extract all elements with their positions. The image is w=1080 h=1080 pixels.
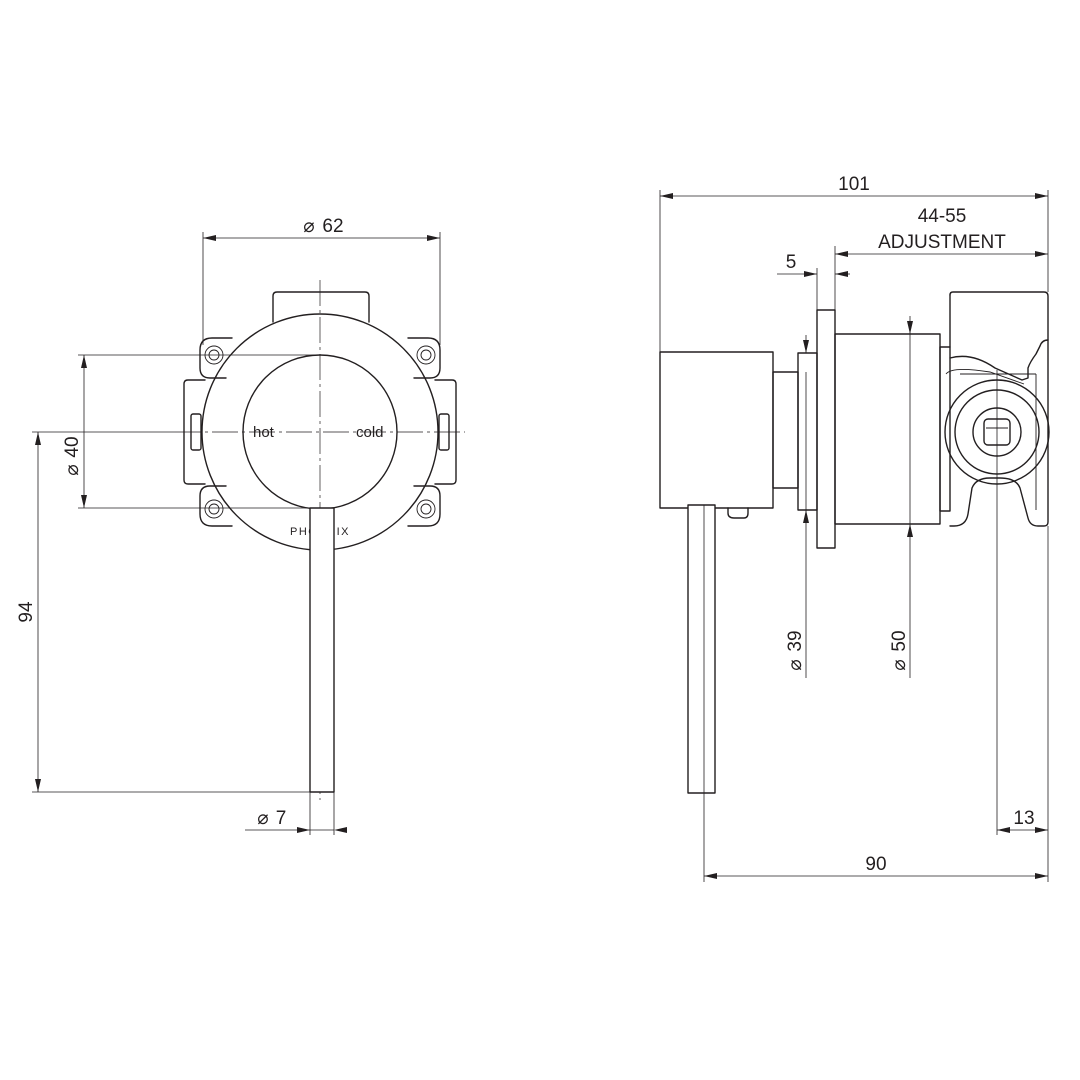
dim-lever-depth: 90: [703, 505, 1049, 882]
dim-adjustment-label: ADJUSTMENT: [878, 232, 1006, 253]
dim-plate-diameter: ⌀ 62: [202, 216, 441, 345]
side-cover-plate: [816, 309, 836, 549]
dim-plate-thickness-value: 5: [786, 252, 797, 273]
dim-handle-diameter: ⌀ 40: [62, 354, 318, 509]
side-lever: [687, 504, 716, 794]
dim-lever-length-value: 94: [16, 601, 37, 623]
dim-adjustment: 44-55 ADJUSTMENT: [834, 206, 1048, 310]
dim-sleeve-diameter: ⌀ 50: [889, 316, 913, 678]
dim-sleeve-diameter-symbol: ⌀: [889, 659, 910, 670]
dim-body-diameter: ⌀ 39: [785, 335, 809, 678]
side-sleeve-step: [939, 346, 951, 512]
side-grub-screw: [727, 507, 749, 519]
dim-lever-depth-value: 90: [865, 854, 886, 875]
dim-lever-length: 94: [16, 431, 310, 793]
side-collar-inner: [797, 352, 818, 511]
dim-lever-diameter-symbol: ⌀: [257, 808, 268, 829]
dim-overall-depth-value: 101: [838, 174, 870, 195]
dim-plate-thickness: 5: [777, 252, 850, 310]
dim-sleeve-diameter-value: 50: [889, 630, 910, 651]
dim-adjustment-range: 44-55: [918, 206, 967, 227]
dim-handle-diameter-value: 40: [62, 436, 83, 457]
dim-plate-diameter-symbol: ⌀: [303, 216, 314, 237]
front-view: hot cold PHOENIX ⌀ 62 ⌀ 40: [16, 216, 465, 835]
side-valve-body: [944, 291, 1050, 527]
dim-overall-depth: 101: [659, 174, 1049, 352]
label-cold: cold: [356, 424, 384, 441]
side-sleeve: [834, 333, 941, 525]
label-hot: hot: [253, 424, 275, 441]
dim-rear-offset-value: 13: [1013, 808, 1034, 829]
side-view: 101 44-55 ADJUSTMENT 5 ⌀ 39: [659, 174, 1050, 882]
dim-body-diameter-value: 39: [785, 630, 806, 651]
side-handle-hub: [659, 351, 774, 509]
dim-body-diameter-symbol: ⌀: [785, 659, 806, 670]
side-collar-outer: [772, 371, 799, 489]
dim-rear-offset: 13: [996, 370, 1048, 835]
lever-front: [309, 507, 335, 793]
dim-lever-diameter: ⌀ 7: [245, 792, 347, 835]
dim-plate-diameter-value: 62: [322, 216, 343, 237]
dim-lever-diameter-value: 7: [276, 808, 287, 829]
dim-handle-diameter-symbol: ⌀: [62, 464, 83, 475]
